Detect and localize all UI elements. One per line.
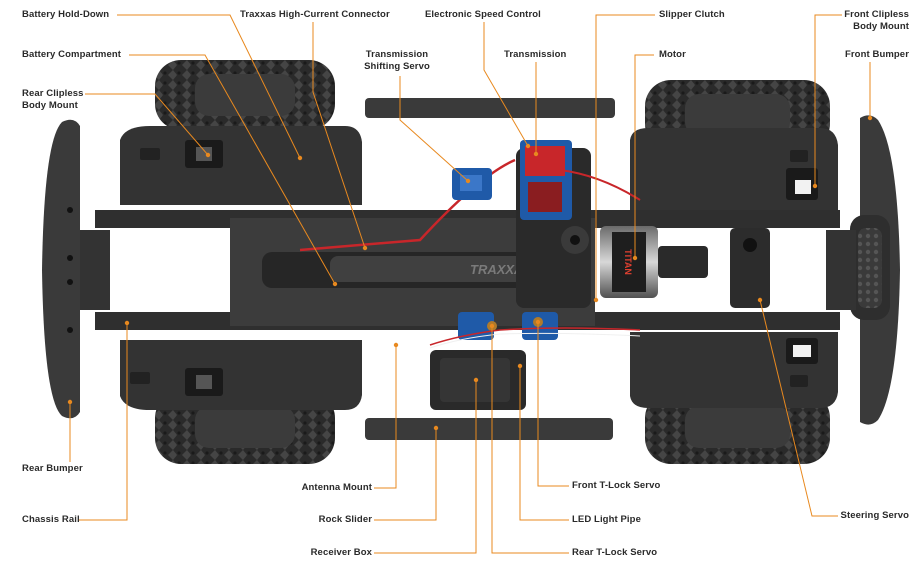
label-transmission: Transmission <box>504 49 567 60</box>
steering-servo-part <box>730 228 770 308</box>
label-electronic-speed-control: Electronic Speed Control <box>425 9 541 20</box>
titan-decal: TITAN <box>623 249 633 275</box>
rear-top-fender <box>120 126 362 205</box>
front-bumper-part <box>826 115 900 425</box>
label-rear-t-lock-servo: Rear T-Lock Servo <box>572 547 658 558</box>
label-shifting-servo-line2: Shifting Servo <box>364 61 430 72</box>
label-front-t-lock-servo: Front T-Lock Servo <box>572 480 661 491</box>
label-front-clipless-line2: Body Mount <box>853 21 909 32</box>
shifting-servo-part <box>452 168 492 200</box>
label-front-bumper: Front Bumper <box>844 49 909 60</box>
leader-end-dots <box>67 115 873 431</box>
label-receiver-box: Receiver Box <box>310 547 372 558</box>
esc-part <box>299 140 641 252</box>
front-bottom-tire <box>645 392 830 464</box>
rear-bottom-fender <box>120 340 362 410</box>
label-rock-slider: Rock Slider <box>318 514 372 525</box>
label-rear-clipless-line2: Body Mount <box>22 100 78 111</box>
front-bottom-fender <box>630 332 838 408</box>
rock-slider-top <box>365 98 615 118</box>
rock-slider-bottom <box>365 418 613 440</box>
label-traxxas-high-current-connector: Traxxas High-Current Connector <box>240 9 390 20</box>
rear-top-tire <box>155 60 335 130</box>
label-front-clipless-line1: Front Clipless <box>844 9 909 20</box>
label-shifting-servo-line1: Transmission <box>365 49 429 60</box>
label-chassis-rail: Chassis Rail <box>22 514 80 525</box>
driveshaft-housing: TRAXXAS <box>262 252 567 288</box>
label-led-light-pipe: LED Light Pipe <box>572 514 641 525</box>
label-rear-bumper: Rear Bumper <box>22 463 83 474</box>
label-antenna-mount: Antenna Mount <box>301 482 372 493</box>
label-steering-servo: Steering Servo <box>840 510 909 521</box>
label-battery-hold-down: Battery Hold-Down <box>22 9 110 20</box>
label-motor: Motor <box>659 49 686 60</box>
label-rear-clipless-body-mount: Rear Clipless Body Mount <box>22 88 84 112</box>
label-slipper-clutch: Slipper Clutch <box>659 9 725 20</box>
front-top-fender <box>630 128 838 210</box>
label-transmission-shifting-servo: Transmission Shifting Servo <box>362 49 432 73</box>
label-battery-compartment: Battery Compartment <box>22 49 122 60</box>
motor-part: TITAN <box>600 226 708 298</box>
label-front-clipless-body-mount: Front Clipless Body Mount <box>844 9 909 33</box>
label-rear-clipless-line1: Rear Clipless <box>22 88 84 99</box>
leader-lines <box>69 14 871 554</box>
rear-bumper-part <box>42 119 110 419</box>
